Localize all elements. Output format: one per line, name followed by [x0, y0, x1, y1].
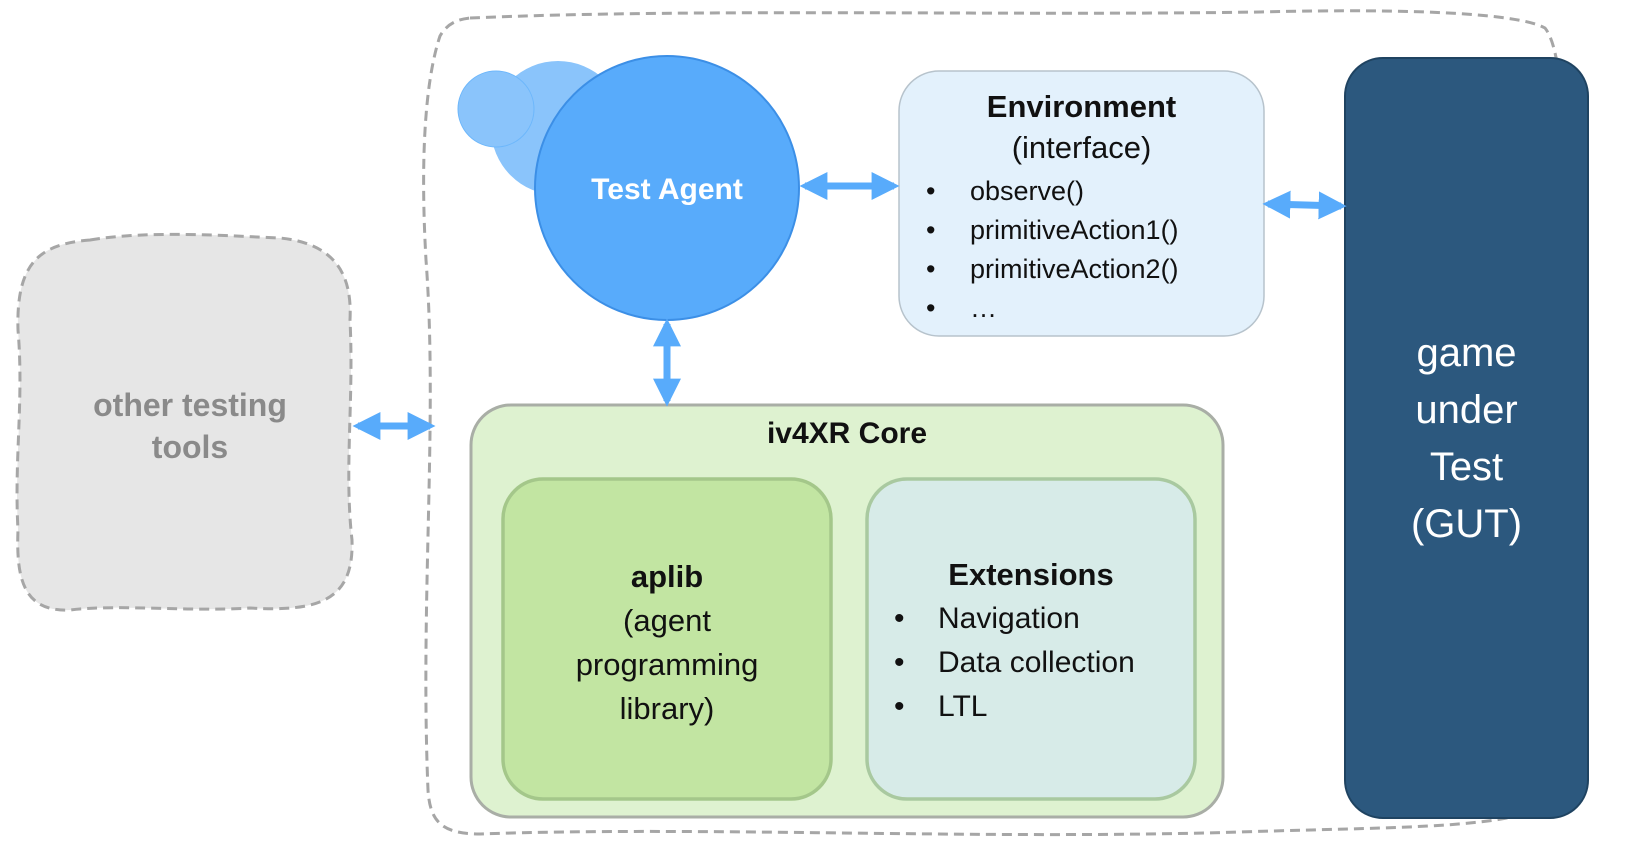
- environment-subtitle: (interface): [1011, 130, 1152, 165]
- extensions-list: Navigation Data collection LTL: [894, 597, 1135, 729]
- extensions-item: LTL: [894, 685, 1135, 729]
- environment-method-item: …: [926, 289, 1179, 328]
- other-tools-shape: [15, 232, 354, 612]
- system-boundary: [422, 9, 1576, 837]
- environment-method-item: observe(): [926, 172, 1179, 211]
- aplib-title: aplib: [630, 559, 704, 594]
- gut-box: [1344, 57, 1589, 819]
- other-tools-label-line2: tools: [151, 429, 229, 465]
- aplib-box: [501, 477, 833, 801]
- gut-label-line2: under: [1415, 388, 1518, 432]
- aplib-line1: (agent: [623, 603, 711, 638]
- environment-method-list: observe() primitiveAction1() primitiveAc…: [926, 172, 1179, 328]
- aplib-line3: library): [619, 691, 715, 726]
- other-tools-label-line1: other testing: [93, 387, 287, 423]
- aplib-label: aplib (agent programming library): [503, 555, 831, 731]
- environment-method-item: primitiveAction2(): [926, 250, 1179, 289]
- core-title: iv4XR Core: [766, 417, 928, 450]
- gut-label-line3: Test: [1429, 445, 1504, 489]
- aplib-line2: programming: [575, 647, 759, 682]
- environment-title: Environment: [986, 89, 1177, 124]
- gut-label-line1: game: [1416, 331, 1517, 375]
- extensions-title: Extensions: [948, 557, 1114, 592]
- other-tools-label: other testing tools: [40, 384, 340, 468]
- agent-shadow-circle-small: [457, 70, 535, 148]
- extensions-item: Navigation: [894, 597, 1135, 641]
- test-agent-label: Test Agent: [591, 173, 743, 206]
- arrow-environment-gut: [1262, 190, 1347, 220]
- gut-label: game under Test (GUT): [1345, 325, 1588, 553]
- gut-label-line4: (GUT): [1410, 502, 1523, 546]
- environment-method-item: primitiveAction1(): [926, 211, 1179, 250]
- extensions-item: Data collection: [894, 641, 1135, 685]
